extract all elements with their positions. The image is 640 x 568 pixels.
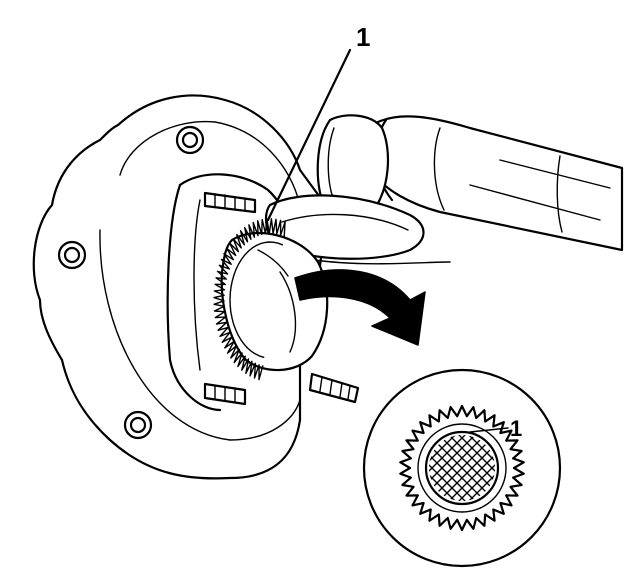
callout-leader-main [266, 48, 352, 222]
detail-spline-hatch [429, 435, 495, 501]
callout-number-detail: 1 [510, 416, 522, 441]
curved-arrow [294, 269, 426, 346]
wheel-studs [203, 191, 360, 406]
flange-bolt-holes [57, 125, 205, 440]
detail-view [362, 368, 562, 568]
hub-bore [220, 232, 329, 372]
callout-number-main: 1 [356, 22, 370, 52]
abs-tone-ring [213, 218, 286, 381]
hub-flange [32, 94, 325, 480]
